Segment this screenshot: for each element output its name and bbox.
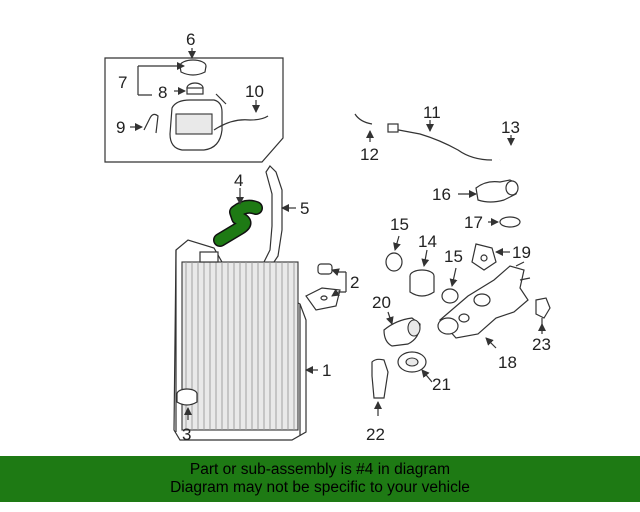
reservoir-inset-box <box>104 57 284 163</box>
callout-23: 23 <box>532 335 551 354</box>
callout-16: 16 <box>432 185 451 204</box>
part-15-o-ring-b <box>441 288 459 304</box>
parts-diagram: 6 7 8 9 10 11 12 13 <box>104 30 551 444</box>
callout-15b: 15 <box>444 247 463 266</box>
callout-13: 13 <box>501 118 520 137</box>
callout-21: 21 <box>432 375 451 394</box>
callout-6: 6 <box>186 30 195 49</box>
leader-2 <box>338 271 347 293</box>
part-14-thermostat <box>409 269 435 297</box>
callout-11: 11 <box>423 103 441 122</box>
banner-line-1: Part or sub-assembly is #4 in diagram <box>189 461 451 478</box>
leader-7 <box>137 65 178 96</box>
callout-22: 22 <box>366 425 385 444</box>
part-8-reservoir-cap-small <box>186 82 204 95</box>
leader-21 <box>421 369 433 383</box>
leader-14 <box>421 249 430 267</box>
callout-3: 3 <box>182 425 191 444</box>
callout-8: 8 <box>158 83 167 102</box>
part-10-overflow-hose <box>213 115 269 131</box>
part-16-pipe <box>475 179 519 203</box>
callout-9: 9 <box>116 118 125 137</box>
part-18-coolant-housing <box>437 261 531 339</box>
part-22-outlet <box>371 358 389 399</box>
callout-10: 10 <box>245 82 264 101</box>
part-1-radiator <box>173 239 307 441</box>
part-20-pipe <box>383 317 421 347</box>
callout-2: 2 <box>350 273 359 292</box>
part-23-sensor <box>535 297 551 326</box>
leader-18 <box>485 337 497 349</box>
banner-line-2: Diagram may not be specific to your vehi… <box>170 479 470 496</box>
callout-18: 18 <box>498 353 517 372</box>
leader-20 <box>385 311 394 325</box>
info-banner: Part or sub-assembly is #4 in diagram Di… <box>0 456 640 502</box>
callout-15a: 15 <box>390 215 409 234</box>
callout-12: 12 <box>360 145 379 164</box>
part-9-hose <box>143 113 159 134</box>
leader-15a <box>393 235 401 251</box>
part-3-cap <box>176 388 198 406</box>
part-19-gasket <box>471 243 497 271</box>
callout-19: 19 <box>512 243 531 262</box>
part-17-o-ring <box>499 216 521 228</box>
callout-14: 14 <box>418 232 437 251</box>
part-11-hose <box>354 113 493 161</box>
callout-17: 17 <box>464 213 483 232</box>
callout-4: 4 <box>234 171 243 190</box>
part-13-hose <box>499 143 517 162</box>
part-4-radiator-hose-highlighted <box>213 199 263 247</box>
callout-20: 20 <box>372 293 391 312</box>
part-5-radiator-hose <box>261 165 283 269</box>
leader-15b <box>449 267 458 287</box>
callout-5: 5 <box>300 199 309 218</box>
part-6-reservoir-cap <box>179 59 207 76</box>
callout-7: 7 <box>118 73 127 92</box>
part-15-o-ring-a <box>385 252 403 272</box>
callout-1: 1 <box>322 361 331 380</box>
reservoir-tank <box>169 93 227 151</box>
part-21-thermostat-cover <box>397 351 427 373</box>
